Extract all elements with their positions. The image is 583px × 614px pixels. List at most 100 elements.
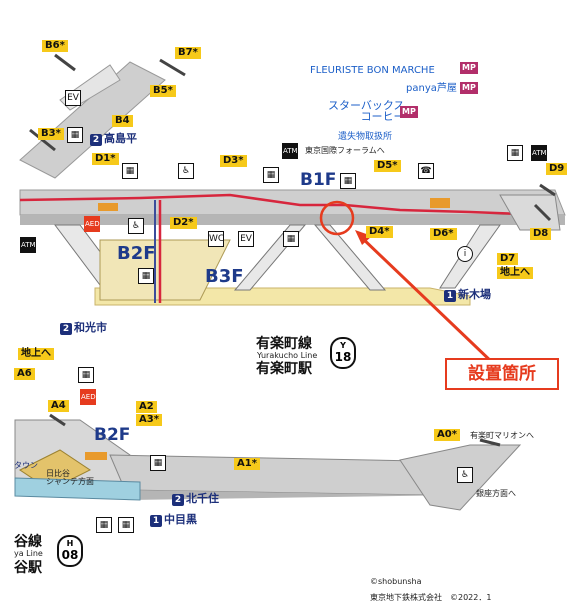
east-exit-area (499, 194, 561, 231)
exit-b7: B7* (175, 47, 201, 59)
stairs-d8 (533, 203, 552, 222)
upper-concourse-face (20, 215, 565, 225)
line-letter: H (66, 539, 74, 548)
chanter-label: 日比谷 シャンテ方面 (46, 469, 94, 486)
callout-arrowhead (355, 230, 372, 245)
atm-icon: ATM (282, 143, 298, 159)
exit-d1: D1* (92, 153, 119, 165)
mp-badge-2: MP (460, 82, 478, 94)
stairs-b7 (159, 58, 186, 77)
exit-b3: B3* (38, 128, 64, 140)
lost-and-found: 遺失物取扱所 (338, 132, 393, 142)
station-name: 有楽町駅 (256, 361, 312, 377)
upper-concourse (19, 189, 566, 216)
exit-a2: A2 (136, 401, 157, 413)
stairs-b3 (29, 128, 56, 152)
stairs-b6 (54, 53, 76, 72)
exit-d5: D5* (374, 160, 401, 172)
aed-icon: AED (80, 389, 96, 405)
route-line (19, 193, 521, 216)
locker-icon: ▦ (138, 268, 154, 284)
hibiya-line-badge: H 08 (57, 535, 83, 567)
aed-icon: AED (84, 216, 100, 232)
exit-d8: D8 (530, 228, 552, 240)
shop-block-2 (98, 203, 118, 211)
locker-icon: ▦ (67, 127, 83, 143)
floor-b1f: B1F (300, 170, 337, 190)
exit-d2: D2* (170, 217, 197, 229)
exit-b4: B4 (112, 115, 133, 127)
locker-icon: ▦ (263, 167, 279, 183)
exit-a3: A3* (136, 414, 162, 426)
ginza-direction: 銀座方面へ (476, 489, 516, 498)
locker-icon: ▦ (122, 163, 138, 179)
line-name-jp: 有楽町線 (256, 336, 312, 352)
exit-a0: A0* (434, 429, 460, 441)
install-location-marker (319, 200, 355, 236)
atm-icon: ATM (531, 145, 547, 161)
line-name-en: Yurakucho Line (257, 351, 318, 360)
info-icon: i (457, 246, 473, 262)
atm-icon: ATM (20, 237, 36, 253)
floor-b2f-lower: B2F (94, 425, 131, 445)
phone-icon: ☎ (418, 163, 434, 179)
exit-b6: B6* (42, 40, 68, 52)
hibiya-station-name: 谷駅 (14, 560, 42, 576)
line-number: 08 (61, 548, 79, 562)
exit-d6: D6* (430, 228, 457, 240)
locker-icon: ▦ (507, 145, 523, 161)
forum-direction: 東京国際フォーラムへ (305, 146, 385, 155)
exit-b5: B5* (150, 85, 176, 97)
callout-arrow (358, 234, 497, 367)
lower-shop (85, 452, 107, 460)
elevator-icon: EV (65, 90, 81, 106)
shop-starbucks: スターバックス コーヒー (328, 99, 405, 123)
wheelchair-icon: ♿ (457, 467, 473, 483)
line-number: 18 (334, 350, 352, 364)
locker-icon: ▦ (150, 455, 166, 471)
town-label: タウン (14, 461, 38, 470)
locker-icon: ▦ (340, 173, 356, 189)
wheelchair-icon: ♿ (128, 218, 144, 234)
street-access-label: 地上へ (497, 267, 533, 279)
exit-d9: D9 (546, 163, 568, 175)
stairs-a4 (49, 413, 66, 427)
exit-d7: D7 (497, 253, 519, 265)
street-access-left: 地上へ (18, 348, 54, 360)
company-credit: 東京地下鉄株式会社 ©2022．1 (370, 593, 492, 602)
exit-a6: A6 (14, 368, 35, 380)
shop-block (430, 198, 450, 208)
toilet-icon: WC (208, 231, 224, 247)
hibiya-line-jp: 谷線 (14, 534, 42, 550)
yurakucho-line-badge: Y 18 (330, 337, 356, 369)
exit-a1: A1* (234, 458, 260, 470)
hibiya-line-en: ya Line (14, 549, 43, 558)
stairs-d9 (539, 183, 556, 197)
stairs-a0 (479, 438, 501, 447)
mp-badge-3: MP (400, 106, 418, 118)
line-letter: Y (340, 341, 346, 350)
floor-b2f: B2F (117, 243, 156, 264)
locker-icon: ▦ (96, 517, 112, 533)
lower-corridor-face (125, 485, 470, 500)
installation-callout: 設置箇所 (445, 358, 559, 390)
locker-icon: ▦ (78, 367, 94, 383)
marion-direction: 有楽町マリオンへ (470, 431, 534, 440)
stairs-mid-2 (313, 224, 387, 291)
shop-panya: panya芦屋 (406, 83, 457, 94)
wheelchair-icon: ♿ (178, 163, 194, 179)
b2f-left-wing (99, 239, 231, 301)
exit-d3: D3* (220, 155, 247, 167)
exit-a4: A4 (48, 400, 69, 412)
elevator-icon: EV (238, 231, 254, 247)
exit-d4: D4* (366, 226, 393, 238)
mp-badge-1: MP (460, 62, 478, 74)
shop-fleuriste: FLEURISTE BON MARCHE (310, 65, 435, 76)
